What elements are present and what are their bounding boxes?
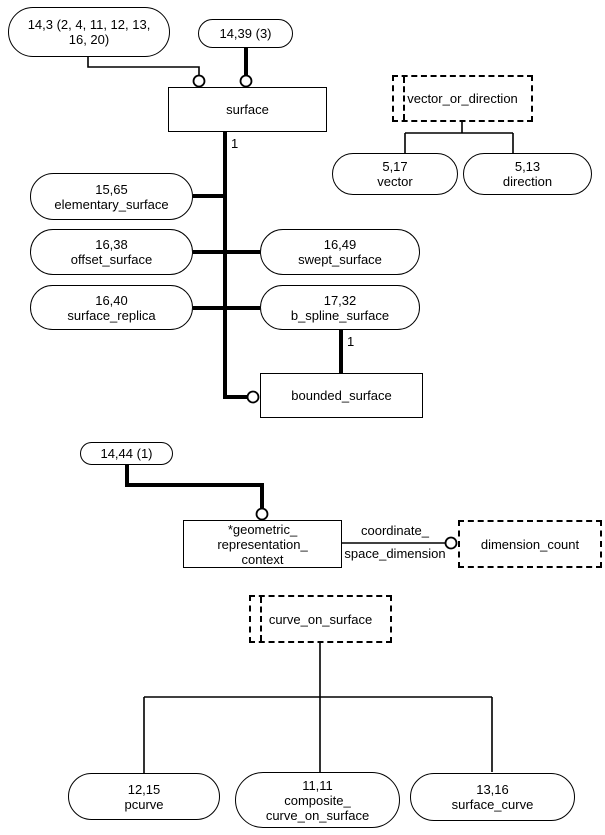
open-circle-surface-left: [192, 74, 206, 88]
entity-ref: 11,11: [302, 777, 333, 793]
entity-label: bounded_surface: [291, 388, 392, 403]
entity-swept-surface: 16,49 swept_surface: [260, 229, 420, 275]
entity-label: surface: [226, 102, 269, 117]
select-label: vector_or_direction: [407, 91, 518, 106]
page-ref-line: 14,3 (2, 4, 11, 12, 13,: [27, 17, 151, 32]
entity-offset-surface: 16,38 offset_surface: [30, 229, 193, 275]
entity-composite-curve-on-surface: 11,11 composite_ curve_on_surface: [235, 772, 400, 828]
entity-label: b_spline_surface: [290, 307, 390, 323]
entity-label: pcurve: [124, 796, 164, 812]
select-vector-or-direction: vector_or_direction: [392, 75, 533, 122]
entity-direction: 5,13 direction: [463, 153, 592, 195]
cardinality-b-spline: 1: [347, 334, 355, 349]
entity-vector: 5,17 vector: [332, 153, 458, 195]
entity-label-line: context: [241, 551, 284, 567]
connector-vector-or-direction-tree: [404, 122, 514, 153]
entity-ref: 5,17: [382, 159, 408, 174]
open-circle-context: [255, 507, 269, 521]
entity-label: direction: [502, 174, 553, 189]
entity-ref: 15,65: [95, 181, 128, 197]
connector-curve-on-surface-tree: [143, 643, 493, 773]
entity-ref: 16,38: [95, 237, 128, 252]
entity-pcurve: 12,15 pcurve: [68, 773, 220, 820]
page-ref-line: 14,39 (3): [219, 26, 272, 41]
attribute-name-line1: coordinate_: [361, 523, 429, 538]
page-ref-line: 16, 20): [68, 32, 110, 47]
page-ref-surface: 14,3 (2, 4, 11, 12, 13, 16, 20): [8, 7, 170, 57]
entity-label: elementary_surface: [54, 196, 169, 212]
entity-label-line: composite_: [284, 792, 351, 808]
entity-label: surface_replica: [67, 307, 156, 323]
cardinality-surface: 1: [231, 136, 239, 151]
entity-bounded-surface: bounded_surface: [260, 373, 423, 418]
entity-ref: 13,16: [476, 782, 509, 797]
page-ref-line: 14,44 (1): [100, 446, 153, 461]
entity-ref: 16,40: [95, 292, 128, 308]
page-ref-14-39: 14,39 (3): [198, 19, 293, 48]
type-label: dimension_count: [480, 536, 580, 552]
entity-geometric-representation-context: *geometric_ representation_ context: [183, 520, 342, 568]
entity-label: vector: [377, 174, 413, 189]
connector-1444-to-context: [125, 465, 264, 508]
open-circle-bounded-surface: [246, 390, 260, 404]
connector-surface-subtype-spine: [223, 132, 247, 399]
entity-label: surface_curve: [451, 797, 534, 812]
open-circle-dimension-count: [444, 536, 458, 550]
entity-surface-curve: 13,16 surface_curve: [410, 773, 575, 821]
select-type-bar: [403, 77, 405, 120]
entity-label-line: curve_on_surface: [265, 807, 370, 823]
attribute-name-line2: space_dimension: [344, 546, 446, 561]
entity-ref: 17,32: [323, 292, 357, 308]
type-dimension-count: dimension_count: [458, 520, 602, 568]
entity-surface: surface: [168, 87, 327, 132]
select-type-bar: [260, 597, 262, 641]
entity-label-line: *geometric_: [227, 521, 298, 537]
entity-b-spline-surface: 17,32 b_spline_surface: [260, 285, 420, 330]
page-ref-14-44: 14,44 (1): [80, 442, 173, 465]
entity-ref: 16,49: [323, 237, 357, 252]
select-curve-on-surface: curve_on_surface: [249, 595, 392, 643]
connector-pageref-to-surface: [87, 57, 200, 76]
entity-label-line: representation_: [217, 536, 308, 552]
entity-ref: 5,13: [514, 159, 541, 174]
open-circle-surface-right: [239, 74, 253, 88]
entity-surface-replica: 16,40 surface_replica: [30, 285, 193, 330]
select-label: curve_on_surface: [268, 611, 373, 627]
entity-label: offset_surface: [70, 252, 153, 267]
entity-ref: 12,15: [127, 781, 161, 797]
entity-elementary-surface: 15,65 elementary_surface: [30, 173, 193, 220]
entity-label: swept_surface: [298, 252, 382, 267]
